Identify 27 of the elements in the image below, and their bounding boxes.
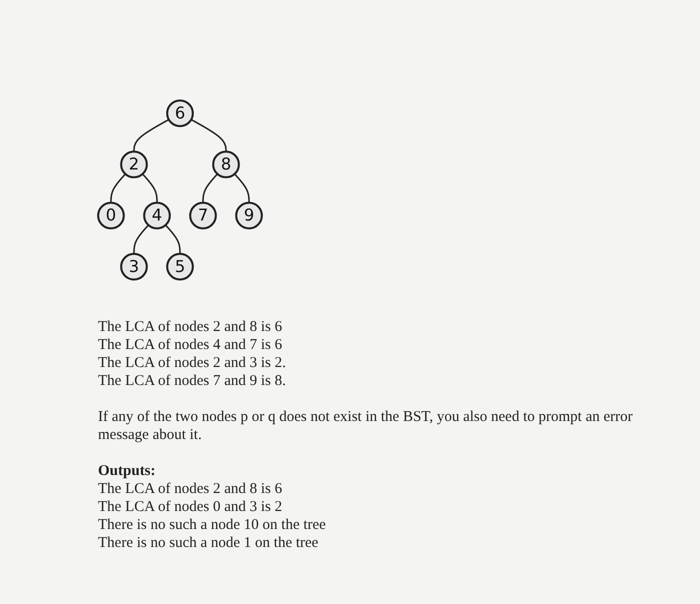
connector: [202, 173, 218, 203]
node-circle: 6: [166, 100, 194, 128]
text-line: The LCA of nodes 0 and 3 is 2: [98, 498, 284, 516]
node-circle: 4: [143, 202, 171, 230]
text-line: The LCA of nodes 2 and 8 is 6: [98, 480, 284, 498]
connector: [110, 173, 126, 203]
node-circle: 0: [97, 202, 125, 230]
node-circle: 2: [120, 150, 148, 178]
connector: [165, 224, 181, 254]
connector: [234, 173, 250, 203]
text-line: The LCA of nodes 2 and 8 is 6: [98, 318, 284, 336]
node-circle: 3: [120, 252, 148, 280]
node-circle: 5: [166, 252, 194, 280]
connector: [190, 118, 227, 152]
connector: [133, 224, 149, 254]
text-line: There is no such a node 1 on the tree: [98, 534, 320, 552]
node-circle: 9: [235, 202, 263, 230]
text-line: The LCA of nodes 7 and 9 is 8.: [98, 372, 287, 390]
text-line: The LCA of nodes 4 and 7 is 6: [98, 336, 284, 354]
node-circle: 7: [189, 202, 217, 230]
node-circle: 8: [212, 150, 240, 178]
connector: [142, 173, 158, 203]
text-line: The LCA of nodes 2 and 3 is 2.: [98, 354, 287, 372]
text-line: If any of the two nodes p or q does not exist in the BST, you also need to prompt an error message about it.: [98, 408, 634, 444]
text-line: There is no such a node 10 on the tree: [98, 516, 327, 534]
section-heading: Outputs:: [98, 462, 157, 480]
connector: [133, 118, 170, 152]
